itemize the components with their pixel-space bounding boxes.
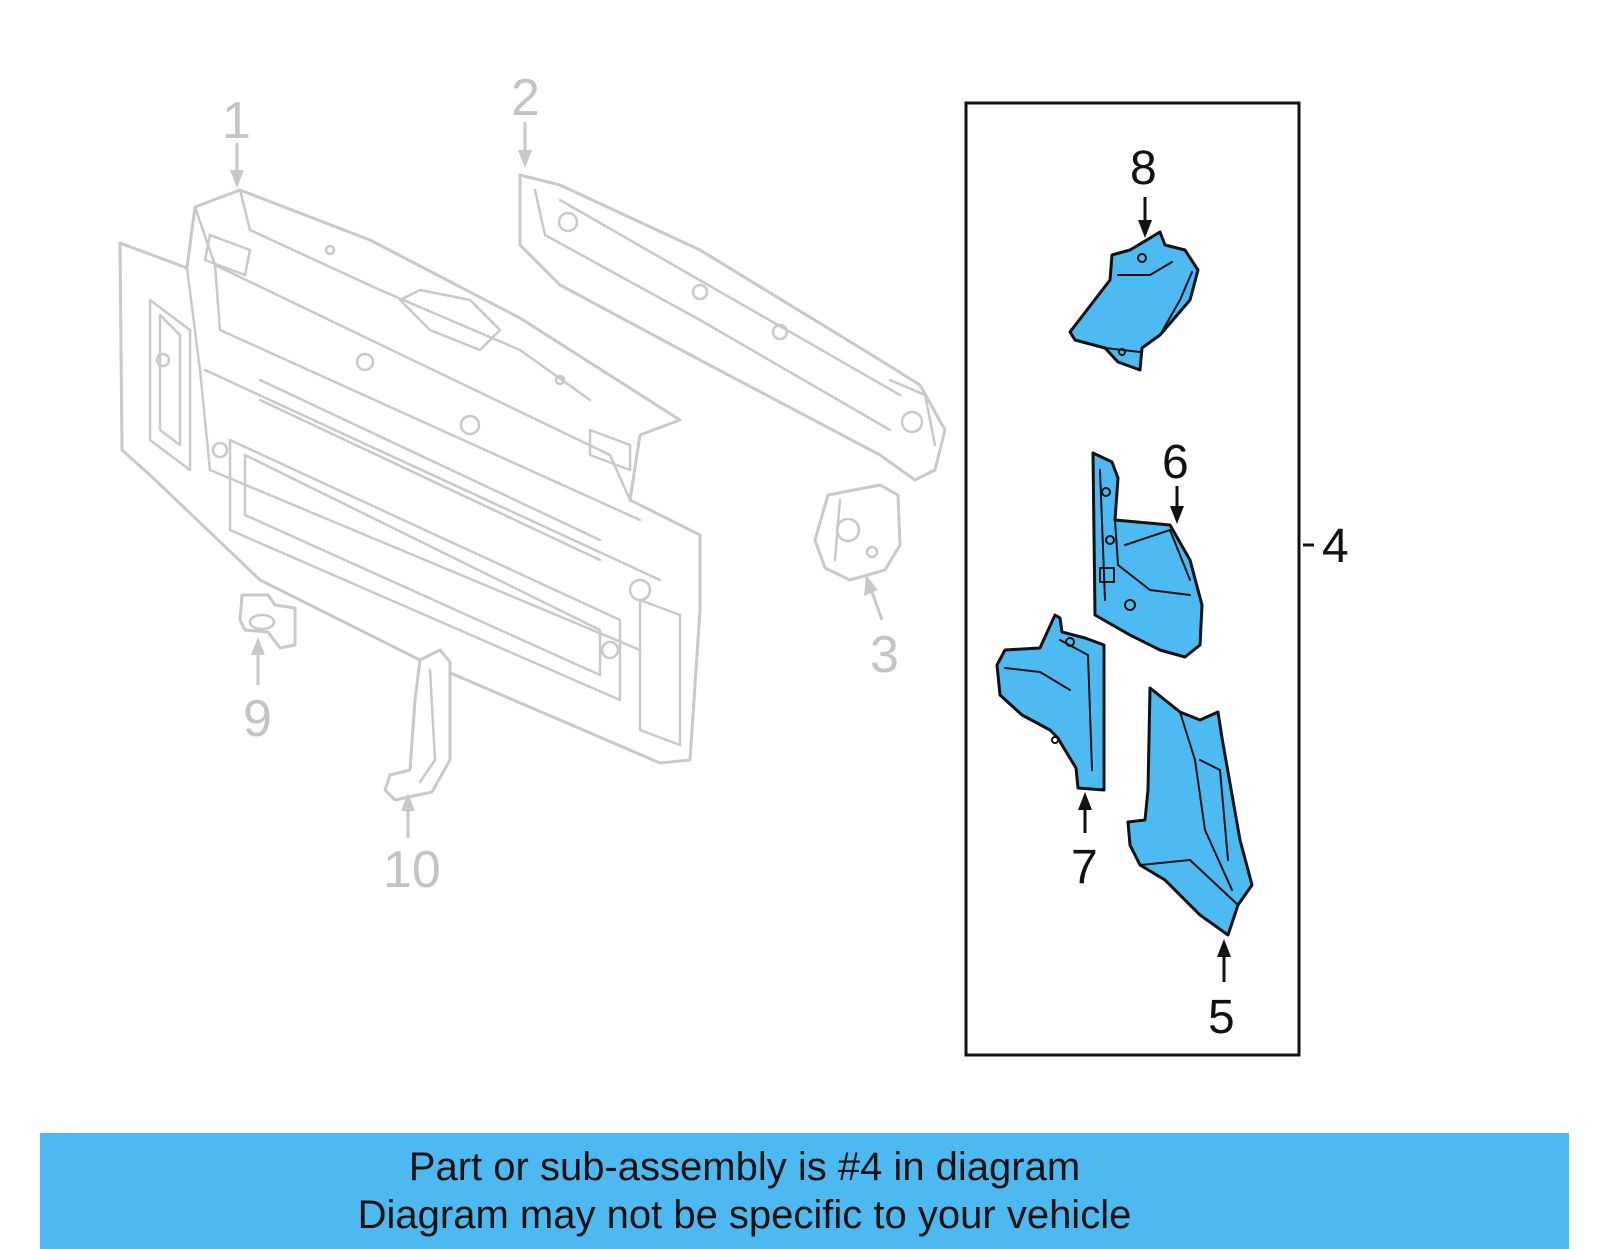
part-4-group-box xyxy=(964,101,1301,1057)
part-2-reinforcement-beam xyxy=(518,173,947,482)
callout-10: 10 xyxy=(383,841,441,899)
parts-diagram: 1 2 3 9 10 8 6 4 7 5 xyxy=(118,69,1349,1057)
part-1-rear-panel xyxy=(118,188,702,765)
callout-3: 3 xyxy=(870,626,899,684)
info-banner: Part or sub-assembly is #4 in diagram Di… xyxy=(40,1133,1569,1249)
callout-arrows-black xyxy=(1078,197,1231,982)
callout-1: 1 xyxy=(222,92,251,150)
part-5-panel xyxy=(1126,686,1254,937)
part-3-bracket xyxy=(813,483,902,582)
banner-line-1: Part or sub-assembly is #4 in diagram xyxy=(408,1145,1081,1189)
part-9-clip xyxy=(238,593,297,650)
part-7-panel xyxy=(995,613,1106,792)
part-8-panel xyxy=(1068,230,1200,372)
callout-4: 4 xyxy=(1322,520,1349,573)
callout-8: 8 xyxy=(1130,142,1157,195)
part-6-panel xyxy=(1091,451,1204,659)
callout-2: 2 xyxy=(511,69,540,127)
callout-6: 6 xyxy=(1162,436,1189,489)
callout-arrows-gray xyxy=(230,122,884,838)
banner-line-2: Diagram may not be specific to your vehi… xyxy=(357,1193,1132,1237)
part-10-bracket xyxy=(383,648,452,802)
callout-7: 7 xyxy=(1071,841,1098,894)
callout-9: 9 xyxy=(243,690,272,748)
callout-5: 5 xyxy=(1208,991,1235,1044)
